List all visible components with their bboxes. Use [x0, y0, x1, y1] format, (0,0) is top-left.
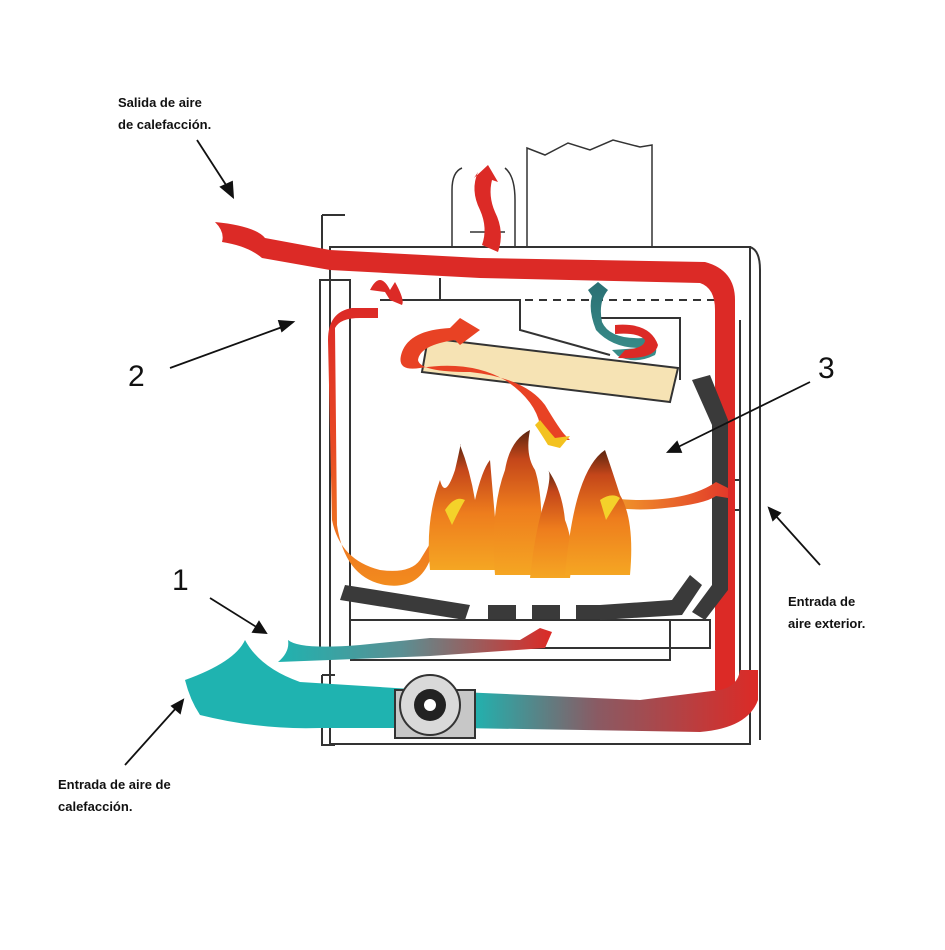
exterior-air-flow — [600, 482, 728, 510]
yellow-flame-tip — [535, 420, 570, 448]
callout-number-1: 1 — [172, 564, 189, 597]
fan-blower — [394, 674, 476, 739]
back-plate — [692, 375, 728, 620]
hot-air-flow-main — [215, 222, 735, 700]
flames — [428, 430, 632, 578]
exterior-air-label-line2: aire exterior. — [788, 616, 866, 631]
callout-arrows — [124, 139, 821, 766]
callout-number-3: 3 — [818, 352, 835, 385]
inlet-label-line2: calefacción. — [58, 799, 133, 814]
baffle-plate — [420, 336, 680, 404]
baffle-air-loop — [400, 318, 570, 440]
right-return-flow — [588, 282, 657, 361]
outlet-label-line2: de calefacción. — [118, 117, 212, 132]
cold-air-flow-bottom — [185, 640, 758, 732]
outlet-label: Salida de aire de calefacción. — [118, 92, 211, 136]
grate — [340, 575, 702, 620]
top-vent-flow — [370, 280, 403, 305]
exterior-air-label-line1: Entrada de — [788, 594, 856, 609]
right-return-flow-red — [615, 324, 658, 359]
outlet-label-line1: Salida de aire — [118, 95, 202, 110]
primary-air-flow — [278, 628, 552, 662]
callout-number-2: 2 — [128, 360, 145, 393]
inlet-label-line1: Entrada de aire de — [58, 777, 171, 792]
inlet-label: Entrada de aire de calefacción. — [58, 774, 171, 818]
exterior-air-label: Entrada de aire exterior. — [788, 591, 865, 635]
flue-gas-flow — [474, 165, 501, 252]
